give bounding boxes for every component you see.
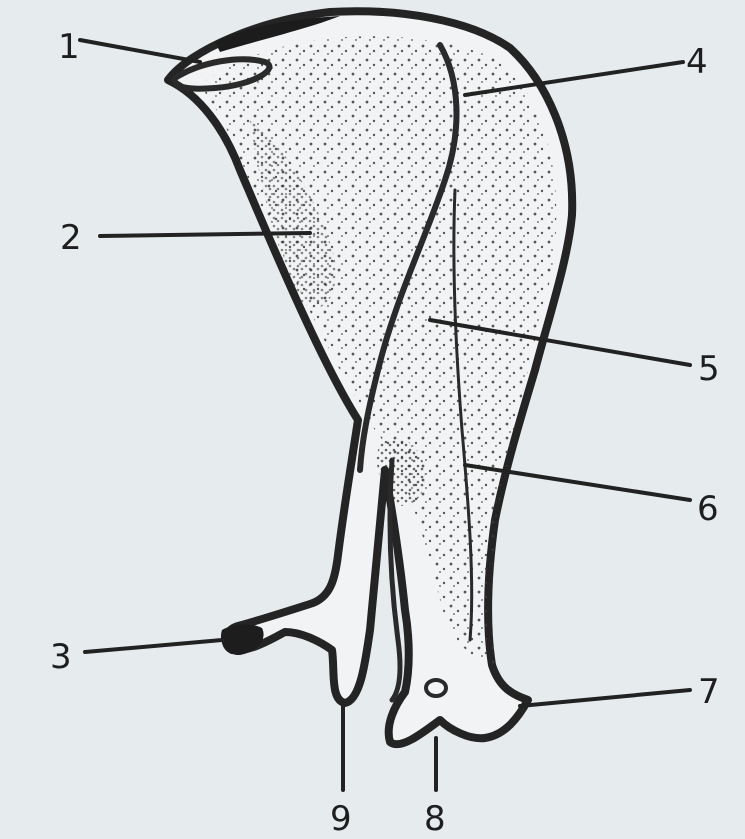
label-9: 9: [330, 799, 352, 839]
label-8: 8: [424, 799, 446, 839]
label-1: 1: [58, 27, 80, 67]
leader-7: [520, 690, 690, 706]
label-3: 3: [50, 637, 72, 677]
label-5: 5: [698, 349, 720, 389]
label-6: 6: [697, 489, 719, 529]
leader-1: [80, 40, 200, 62]
label-4: 4: [686, 42, 708, 82]
bone-outline: [168, 11, 572, 744]
label-7: 7: [698, 672, 720, 712]
label-2: 2: [60, 218, 82, 258]
leader-3: [85, 640, 222, 652]
